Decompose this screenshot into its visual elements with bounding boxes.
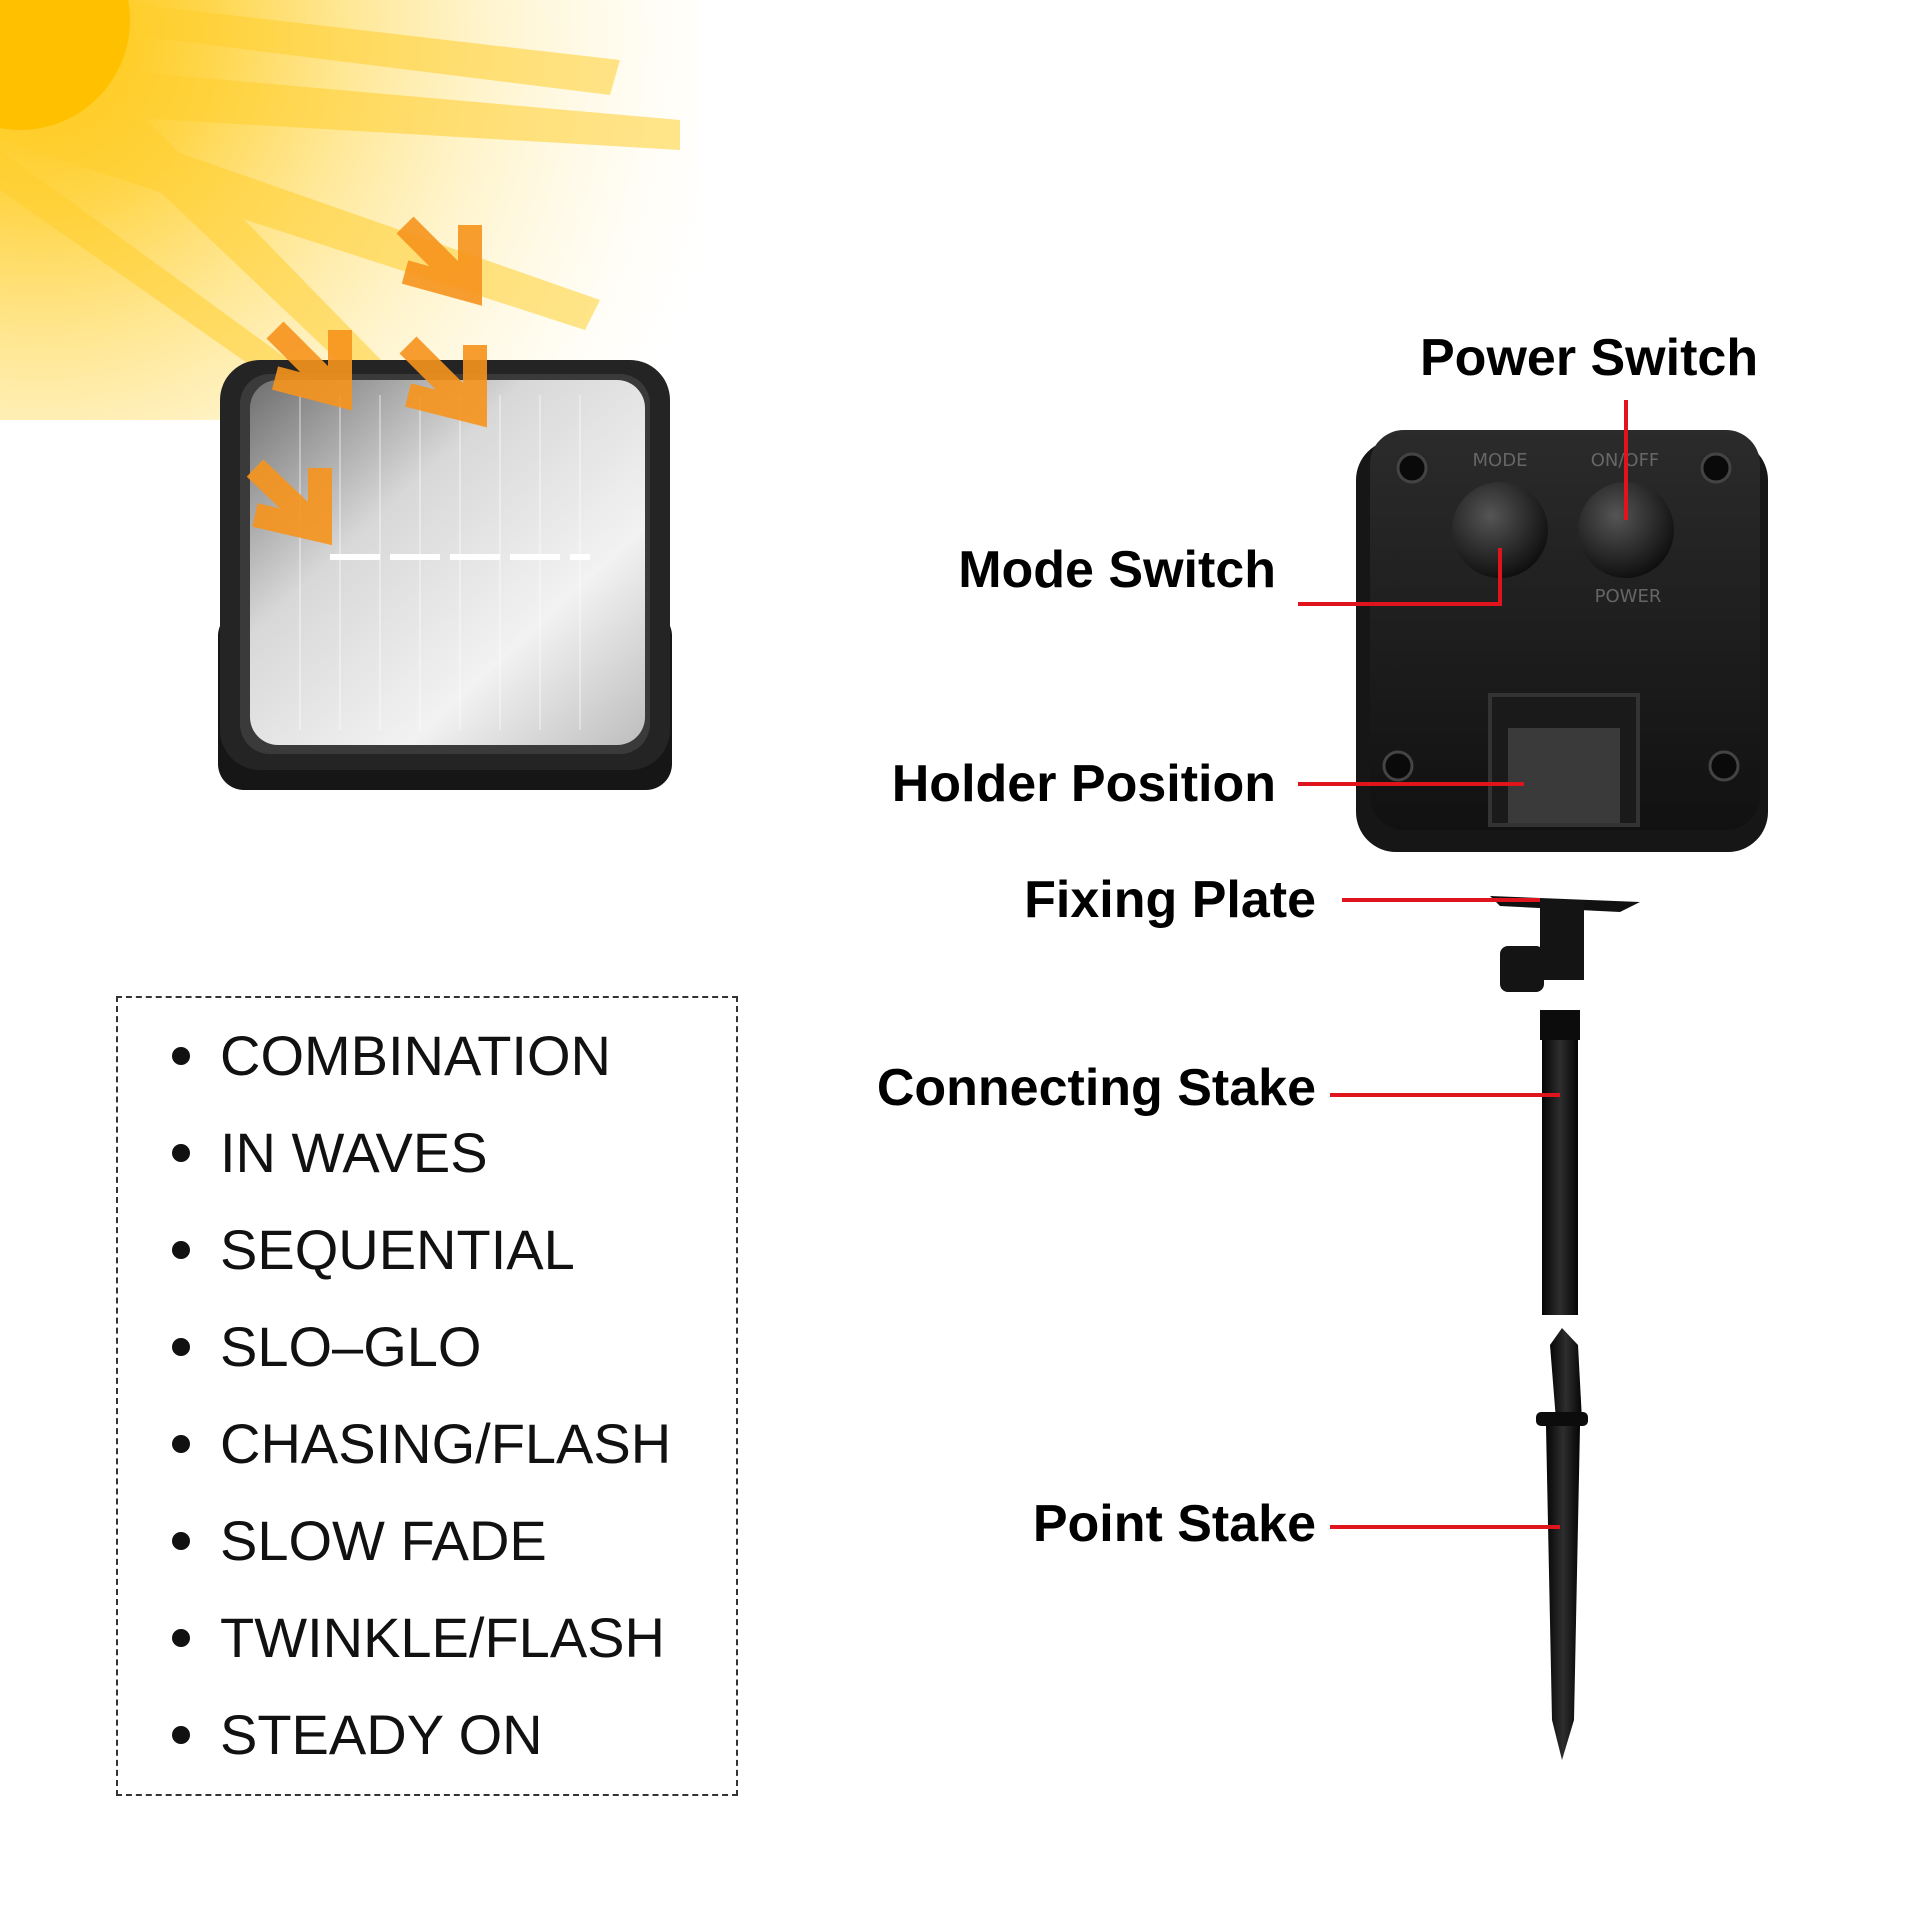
mode-label: MODE xyxy=(1473,450,1528,471)
point-stake-label: Point Stake xyxy=(1032,1495,1316,1553)
power-label: POWER xyxy=(1595,586,1662,607)
fixing-plate xyxy=(1490,896,1640,992)
mode-item: SLOW FADE xyxy=(172,1513,547,1569)
leader-mode-switch xyxy=(1298,548,1502,606)
connecting-stake xyxy=(1540,1010,1580,1315)
mode-item: IN WAVES xyxy=(172,1125,488,1181)
modes-list-box: COMBINATION IN WAVES SEQUENTIAL SLO–GLO … xyxy=(116,996,738,1796)
bullet-icon xyxy=(172,1338,190,1357)
mode-switch-label: Mode Switch xyxy=(958,541,1276,599)
bullet-icon xyxy=(172,1241,190,1260)
mode-item: STEADY ON xyxy=(172,1707,543,1763)
connecting-stake-label: Connecting Stake xyxy=(876,1059,1316,1117)
bullet-icon xyxy=(172,1532,190,1551)
bullet-icon xyxy=(172,1435,190,1454)
bullet-icon xyxy=(172,1144,190,1163)
mode-item: TWINKLE/FLASH xyxy=(172,1610,665,1666)
control-box: MODE ON/OFF POWER xyxy=(1356,430,1768,852)
mode-item: SEQUENTIAL xyxy=(172,1222,575,1278)
bullet-icon xyxy=(172,1726,190,1745)
bullet-icon xyxy=(172,1629,190,1648)
holder-position-label: Holder Position xyxy=(891,755,1276,813)
leader-lines xyxy=(1298,400,1628,1529)
bullet-icon xyxy=(172,1047,190,1066)
mode-item: SLO–GLO xyxy=(172,1319,481,1375)
point-stake xyxy=(1536,1328,1588,1760)
power-switch-label: Power Switch xyxy=(1420,329,1759,387)
solar-panel xyxy=(218,360,672,790)
arrow-icon xyxy=(246,216,487,546)
mode-item: COMBINATION xyxy=(172,1028,611,1084)
fixing-plate-label: Fixing Plate xyxy=(1024,871,1316,929)
mode-item: CHASING/FLASH xyxy=(172,1416,671,1472)
